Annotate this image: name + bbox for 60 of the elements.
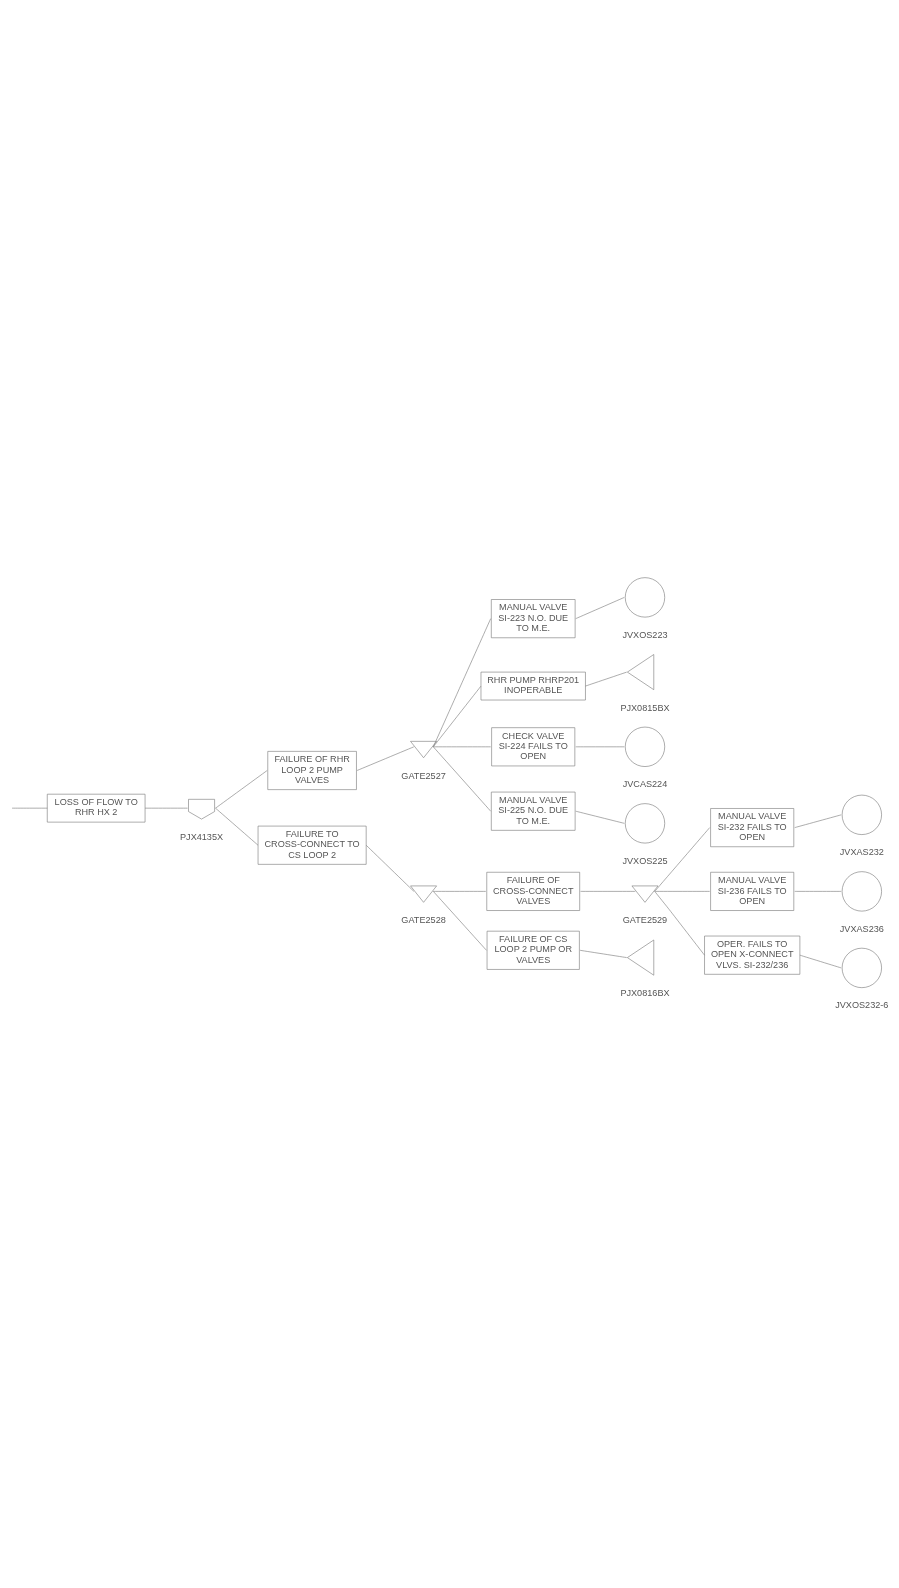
node-box: MANUAL VALVE SI-225 N.O. DUE TO M.E. [490, 791, 575, 831]
node-box: MANUAL VALVE SI-232 FAILS TO OPEN [709, 807, 794, 847]
node-label: GATE2529 [622, 914, 667, 925]
connector [574, 596, 625, 619]
node-box: OPER. FAILS TO OPEN X-CONNECT VLVS. SI-232/236 [703, 935, 800, 975]
node-circle [624, 802, 665, 843]
node-circle [624, 576, 665, 617]
node-triangle [626, 653, 654, 690]
node-label: JVXOS223 [621, 629, 668, 640]
connector [574, 810, 625, 824]
connector [214, 769, 267, 808]
connector [653, 890, 705, 955]
connector [579, 949, 627, 958]
connector [799, 954, 841, 968]
connector [11, 807, 48, 808]
node-label: GATE2527 [400, 770, 446, 781]
connector [356, 746, 414, 771]
node-box: FAILURE TO CROSS-CONNECT TO CS LOOP 2 [257, 825, 366, 865]
node-or-gate [409, 885, 437, 903]
node-and-gate [187, 798, 215, 819]
node-circle [841, 947, 882, 988]
node-circle [841, 794, 882, 835]
connector [144, 807, 188, 808]
node-box: MANUAL VALVE SI-223 N.O. DUE TO M.E. [490, 598, 575, 638]
connector [653, 890, 710, 892]
node-label: PJX0816BX [619, 987, 670, 998]
node-label: GATE2528 [400, 914, 446, 925]
node-triangle [626, 939, 654, 975]
node-label: JVXAS232 [839, 846, 884, 857]
connector [432, 890, 487, 951]
node-box: FAILURE OF RHR LOOP 2 PUMP VALVES [266, 750, 357, 790]
connector [214, 807, 258, 846]
connector [432, 617, 491, 747]
connector [432, 746, 491, 811]
connector [793, 814, 841, 828]
node-circle [841, 870, 882, 911]
connector [574, 746, 625, 747]
connector [579, 890, 636, 892]
node-or-gate [409, 740, 437, 758]
node-circle [624, 726, 665, 767]
connector [432, 685, 481, 747]
node-label: PJX0815BX [619, 702, 670, 713]
connector [584, 671, 627, 686]
node-label: JVXOS225 [621, 855, 668, 866]
connector [793, 890, 841, 892]
node-box: FAILURE OF CS LOOP 2 PUMP OR VALVES [486, 930, 580, 970]
node-or-gate [631, 885, 658, 903]
node-box: FAILURE OF CROSS-CONNECT VALVES [485, 871, 580, 911]
node-label: JVXOS232-6 [834, 999, 888, 1010]
connector [365, 844, 414, 892]
node-label: JVCAS224 [622, 778, 667, 789]
node-box: CHECK VALVE SI-224 FAILS TO OPEN [490, 726, 575, 766]
node-box: MANUAL VALVE SI-236 FAILS TO OPEN [709, 871, 794, 911]
connector [432, 746, 491, 747]
connector [432, 890, 486, 892]
node-label: JVXAS236 [839, 923, 884, 934]
node-label: PJX4135X [179, 831, 223, 842]
node-box: RHR PUMP RHRP201 INOPERABLE [480, 671, 586, 700]
connector [653, 826, 710, 892]
node-box: LOSS OF FLOW TO RHR HX 2 [46, 793, 145, 822]
